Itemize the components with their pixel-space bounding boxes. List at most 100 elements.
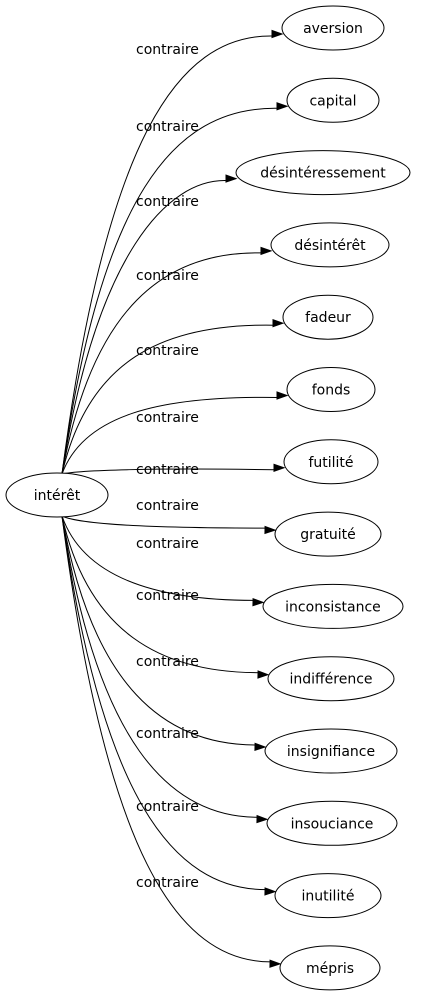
node-target-ellipse-3 — [270, 222, 390, 268]
node-target-11[interactable]: insouciance — [266, 800, 398, 846]
node-target-label-10: insignifiance — [287, 744, 375, 760]
arrow-head-11 — [256, 814, 269, 824]
node-target-label-3: désintérêt — [294, 238, 366, 254]
edge-line-13 — [61, 515, 272, 963]
node-target-ellipse-12 — [274, 873, 382, 919]
arrow-head-12 — [264, 887, 277, 896]
edges-layer: contraire contraire contraire contraire cont… — [61, 29, 289, 968]
node-source[interactable]: intérêt — [5, 472, 109, 518]
node-target-label-4: fadeur — [305, 310, 351, 326]
node-target-ellipse-0 — [281, 5, 385, 51]
node-target-label-2: désintéressement — [260, 166, 386, 182]
node-target-8[interactable]: inconsistance — [262, 583, 404, 629]
node-target-5[interactable]: fonds — [286, 367, 376, 412]
node-target-ellipse-7 — [274, 511, 382, 557]
node-target-ellipse-4 — [282, 294, 374, 340]
edge-13: contraire — [61, 515, 282, 968]
node-target-7[interactable]: gratuité — [274, 511, 382, 557]
node-target-4[interactable]: fadeur — [282, 294, 374, 340]
edge-line-7 — [61, 515, 267, 529]
edge-7: contraire — [61, 498, 277, 535]
node-target-label-7: gratuité — [300, 527, 356, 543]
edge-line-11 — [61, 515, 259, 818]
edge-label-13: contraire — [136, 875, 199, 891]
edge-10: contraire — [61, 515, 267, 751]
edge-line-9 — [61, 515, 260, 674]
edge-line-10 — [61, 515, 257, 746]
edge-5: contraire — [61, 391, 289, 475]
arrow-head-7 — [264, 525, 277, 535]
edge-line-8 — [61, 515, 255, 601]
edge-line-3 — [61, 252, 263, 475]
node-target-label-13: mépris — [306, 961, 354, 977]
node-target-10[interactable]: insignifiance — [264, 728, 398, 774]
node-source-ellipse — [5, 472, 109, 518]
nodes-layer: intérêt aversion capital désintéressement d… — [5, 5, 411, 991]
node-target-2[interactable]: désintéressement — [235, 150, 411, 196]
arrow-head-9 — [257, 670, 270, 679]
arrow-head-2 — [225, 174, 238, 183]
node-target-label-0: aversion — [303, 21, 363, 37]
edge-9: contraire — [61, 515, 270, 679]
node-target-label-1: capital — [309, 93, 356, 109]
arrow-head-8 — [252, 597, 265, 607]
edge-4: contraire — [61, 318, 285, 475]
node-target-9[interactable]: indifférence — [267, 656, 395, 702]
node-target-ellipse-1 — [286, 77, 380, 123]
edge-label-7: contraire — [136, 498, 199, 514]
arrow-head-5 — [276, 391, 289, 400]
node-target-label-5: fonds — [312, 383, 351, 399]
edge-3: contraire — [61, 246, 273, 475]
edge-11: contraire — [61, 515, 269, 824]
edge-1: contraire — [61, 102, 289, 475]
edge-line-1 — [61, 107, 279, 475]
node-target-label-8: inconsistance — [285, 599, 381, 615]
edge-8: contraire — [61, 515, 265, 607]
edge-label-2: contraire — [136, 194, 199, 210]
arrow-head-4 — [272, 318, 285, 328]
node-target-ellipse-10 — [264, 728, 398, 774]
edge-line-2 — [61, 180, 228, 475]
edge-label-0: contraire — [136, 42, 199, 58]
edge-line-12 — [61, 515, 267, 891]
edge-2: contraire — [61, 174, 238, 475]
edge-label-6: contraire — [136, 462, 199, 478]
node-target-ellipse-9 — [267, 656, 395, 702]
edge-label-9: contraire — [136, 588, 199, 604]
node-target-label-9: indifférence — [289, 672, 372, 688]
edge-line-5 — [61, 396, 279, 475]
edge-label-11: contraire — [136, 726, 199, 742]
arrow-head-10 — [254, 742, 267, 751]
node-target-label-12: inutilité — [302, 889, 355, 905]
node-target-ellipse-5 — [286, 367, 376, 412]
edge-label-5: contraire — [136, 410, 199, 426]
node-target-3[interactable]: désintérêt — [270, 222, 390, 268]
arrow-head-6 — [273, 463, 286, 473]
node-target-1[interactable]: capital — [286, 77, 380, 123]
node-target-ellipse-2 — [235, 150, 411, 196]
node-target-ellipse-8 — [262, 583, 404, 629]
edge-12: contraire — [61, 515, 277, 896]
node-target-12[interactable]: inutilité — [274, 873, 382, 919]
edge-label-12: contraire — [136, 799, 199, 815]
edge-label-4: contraire — [136, 343, 199, 359]
edge-line-0 — [61, 35, 274, 475]
node-target-label-6: futilité — [308, 455, 353, 471]
node-target-ellipse-13 — [279, 945, 381, 991]
arrow-head-0 — [271, 29, 284, 39]
node-source-label: intérêt — [34, 488, 81, 504]
edge-label-3: contraire — [136, 268, 199, 284]
edge-0: contraire — [61, 29, 284, 475]
node-target-label-11: insouciance — [291, 816, 374, 832]
edge-label-8: contraire — [136, 536, 199, 552]
node-target-6[interactable]: futilité — [283, 439, 379, 485]
arrow-head-13 — [269, 959, 282, 968]
arrow-head-3 — [260, 246, 273, 256]
node-target-ellipse-6 — [283, 439, 379, 485]
node-target-13[interactable]: mépris — [279, 945, 381, 991]
edge-line-4 — [61, 324, 275, 475]
arrow-head-1 — [276, 102, 289, 111]
edge-6: contraire — [61, 462, 286, 478]
node-target-0[interactable]: aversion — [281, 5, 385, 51]
